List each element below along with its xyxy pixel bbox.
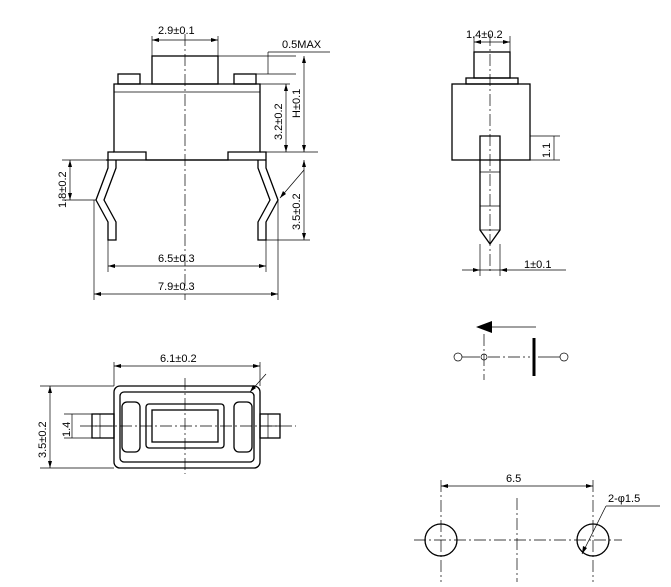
dim-lead-outer-span: 7.9±0.3 (158, 281, 195, 293)
dim-total-height: H±0.1 (291, 89, 303, 118)
arrow-left-icon (476, 321, 492, 333)
dim-side-small: 1.1 (541, 143, 553, 158)
side-lead (479, 135, 501, 246)
dim-top-inner: 1.4 (61, 422, 73, 437)
front-view: 2.9±0.1 0.5MAX 3.2±0.2 H±0.1 3.5±0.2 1.8… (57, 25, 330, 300)
front-lead-right (257, 151, 279, 241)
pcb-layout: 6.5 2-φ1.5 (414, 473, 660, 582)
dim-side-lead-thickness: 1±0.1 (524, 259, 551, 271)
dim-side-cap-width: 1.4±0.2 (466, 29, 503, 41)
side-body (451, 83, 531, 161)
side-actuator (473, 51, 511, 79)
top-body (113, 385, 261, 469)
front-body (113, 83, 261, 161)
front-lead-left (95, 151, 117, 241)
top-view: 6.1±0.2 3.5±0.2 1.4 (37, 353, 296, 474)
dim-lead-inner-span: 6.5±0.3 (158, 253, 195, 265)
side-view: 1.4±0.2 1.1 1±0.1 (451, 29, 566, 276)
dim-body-height: 3.2±0.2 (273, 103, 285, 140)
switch-symbol (453, 321, 569, 380)
dim-pcb-pitch: 6.5 (506, 473, 521, 485)
dim-lead-offset: 1.8±0.2 (57, 171, 69, 208)
dim-cap-width: 2.9±0.1 (158, 25, 195, 37)
dim-cap-height-max: 0.5MAX (282, 39, 322, 51)
dim-top-length: 6.1±0.2 (160, 353, 197, 365)
front-shoulder-right (233, 73, 257, 85)
dim-pcb-holes: 2-φ1.5 (608, 493, 640, 505)
dim-lead-length: 3.5±0.2 (291, 193, 303, 230)
front-shoulder-left (117, 73, 141, 85)
dim-top-width: 3.5±0.2 (37, 421, 49, 458)
